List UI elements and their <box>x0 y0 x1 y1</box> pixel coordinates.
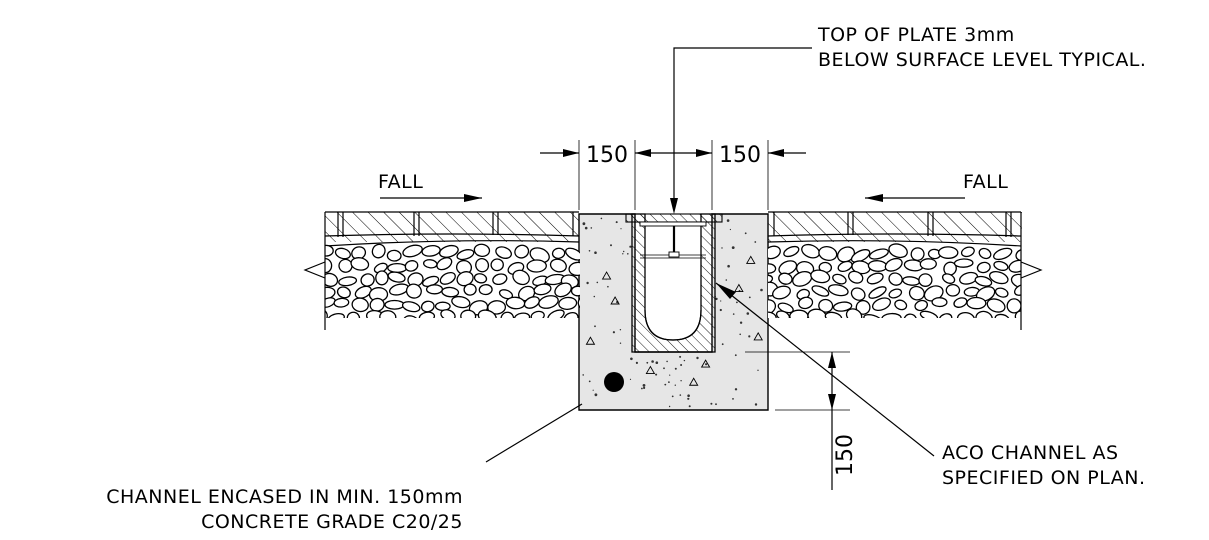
aco-note-line2: SPECIFIED ON PLAN. <box>942 467 1146 489</box>
paving-right <box>767 211 1022 242</box>
rebar-marker <box>604 372 624 392</box>
encased-leader <box>485 403 583 463</box>
aco-note-line1: ACO CHANNEL AS <box>942 442 1119 464</box>
fall-label-right: FALL <box>963 171 1008 193</box>
top-plate-note-line1: TOP OF PLATE 3mm <box>817 24 1015 46</box>
top-plate-leader <box>670 47 812 214</box>
paving-left <box>324 211 580 242</box>
fall-label-left: FALL <box>378 171 423 193</box>
top-dimension: 150 150 <box>540 140 806 210</box>
dim-base-150: 150 <box>833 434 858 476</box>
fall-arrow-right <box>865 194 965 202</box>
aco-leader <box>715 282 935 457</box>
bedding-layer-left <box>324 240 580 247</box>
base-dimension: 150 <box>745 351 858 490</box>
dim-right-150: 150 <box>719 143 761 168</box>
aco-channel <box>625 213 723 353</box>
encased-note-line2: CONCRETE GRADE C20/25 <box>201 511 463 533</box>
encased-note-line1: CHANNEL ENCASED IN MIN. 150mm <box>106 486 463 508</box>
fall-arrow-left <box>380 194 482 202</box>
dim-left-150: 150 <box>586 143 628 168</box>
bedding-layer-right <box>767 240 1022 247</box>
gravel-subbase-left <box>325 243 580 318</box>
top-plate-note-line2: BELOW SURFACE LEVEL TYPICAL. <box>818 49 1146 71</box>
gravel-subbase-right <box>768 243 1021 318</box>
